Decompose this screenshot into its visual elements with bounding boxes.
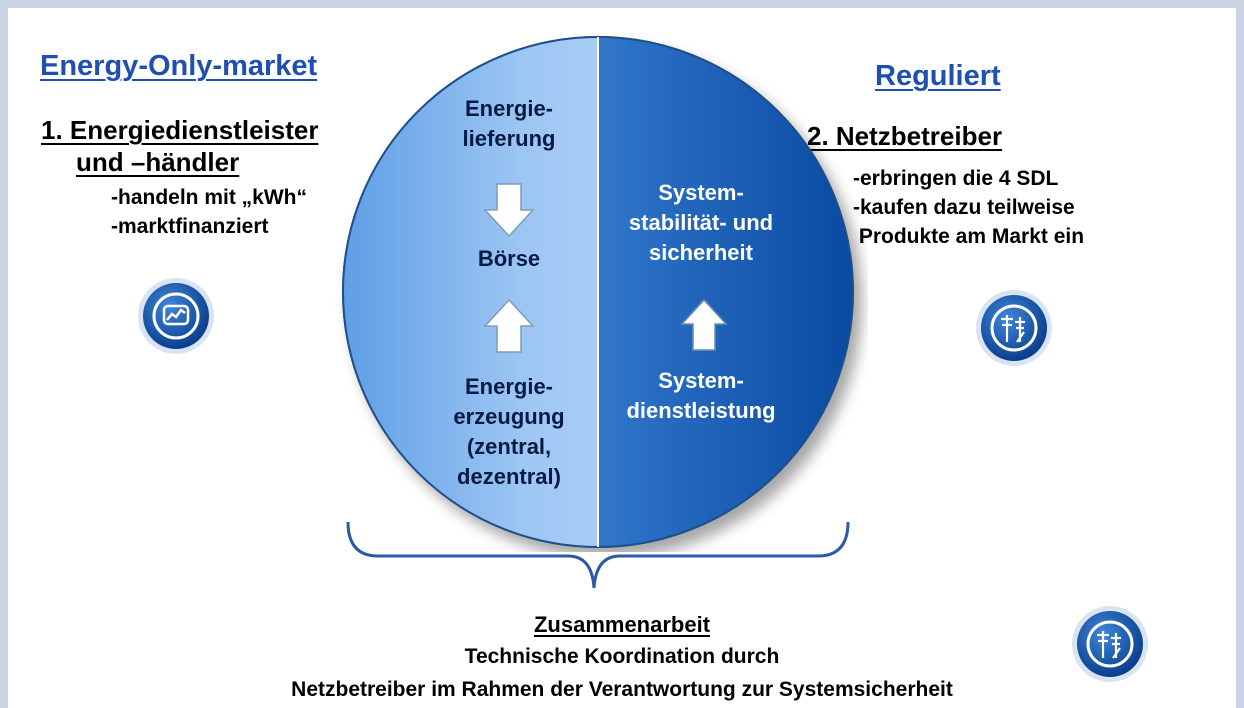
role-1-bullet-1: -handeln mit „kWh“ — [111, 186, 307, 209]
role-1-line2: und –händler — [76, 147, 240, 177]
role-2-bullet-3: Produkte am Markt ein — [853, 225, 1085, 248]
energielieferung-label: Energie- lieferung — [462, 96, 556, 151]
boerse-label: Börse — [477, 246, 541, 271]
market-chart-icon — [138, 278, 214, 354]
systemstabilitaet-label: System- stabilität- und sicherheit — [628, 180, 774, 265]
arrow-down-left — [483, 183, 535, 238]
role-2-bullet-2: -kaufen dazu teilweise — [853, 196, 1075, 219]
power-grid-icon — [1072, 606, 1148, 682]
bottom-line-2: Netzbetreiber im Rahmen der Verantwortun… — [291, 678, 953, 701]
reguliert-title: Reguliert — [875, 60, 1001, 92]
energieerzeugung-label: Energie- erzeugung (zentral, dezentral) — [453, 374, 565, 489]
systemdienstleistung-label: System- dienstleistung — [626, 368, 776, 423]
energy-only-market-title: Energy-Only-market — [40, 50, 318, 82]
role-2-line1: 2. Netzbetreiber — [807, 121, 1003, 151]
power-grid-icon — [976, 290, 1052, 366]
arrow-up-left — [483, 298, 535, 353]
bottom-line-1: Technische Koordination durch — [464, 645, 780, 668]
slide: Energy-Only-market 1. Energiedienstleist… — [8, 8, 1236, 708]
arrow-up-right — [680, 298, 728, 351]
central-circle — [342, 36, 854, 548]
role-1-line1: 1. Energiedienstleister — [41, 115, 319, 145]
role-1-bullet-2: -marktfinanziert — [111, 215, 269, 238]
curly-brace — [346, 521, 850, 589]
role-2-bullet-1: -erbringen die 4 SDL — [853, 167, 1059, 190]
zusammenarbeit-heading: Zusammenarbeit — [533, 612, 711, 637]
